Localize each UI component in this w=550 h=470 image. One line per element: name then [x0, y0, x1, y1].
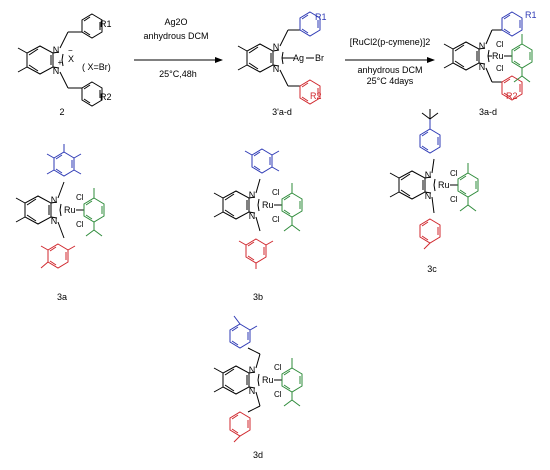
step2-conditions: 25°C 4days: [367, 76, 414, 86]
compound-label-3prime: 3'a-d: [272, 107, 292, 117]
atom-n-2-top: N: [53, 45, 60, 55]
step1-reagent: Ag2O: [164, 17, 187, 27]
r1-label-2: R1: [100, 19, 112, 29]
atom-n-3c-top: N: [425, 170, 432, 180]
atom-cl-3a-bottom: Cl: [76, 220, 84, 229]
atom-cl-3c-bottom: Cl: [450, 195, 458, 204]
step2-solvent: anhydrous DCM: [357, 65, 422, 75]
compound-3b-structure: [213, 148, 303, 269]
compound-label-3d: 3d: [253, 450, 263, 460]
compound-2-structure: [17, 13, 103, 107]
atom-n-3prime-top: N: [273, 42, 280, 52]
compound-3d-structure: [213, 315, 303, 443]
r1-label-3prime: R1: [315, 12, 327, 22]
atom-ru-3d: Ru: [262, 375, 274, 385]
step1-conditions: 25°C,48h: [159, 69, 197, 79]
atom-n-3ad-bottom: N: [479, 62, 486, 72]
atom-n-3b-top: N: [249, 190, 256, 200]
atom-n-3d-top: N: [249, 365, 256, 375]
atom-cl-3b-bottom: Cl: [272, 215, 280, 224]
compound-label-2: 2: [59, 107, 64, 117]
compound-label-3c: 3c: [427, 264, 437, 274]
atom-ru-3ad: Ru: [492, 51, 504, 61]
compound-3ad-structure: [443, 11, 533, 101]
atom-cl-3b-top: Cl: [272, 188, 280, 197]
atom-n-3d-bottom: N: [249, 386, 256, 396]
compound-3c-structure: [389, 109, 479, 250]
atom-n-3a-bottom: N: [51, 216, 58, 226]
atom-cl-3a-top: Cl: [76, 193, 84, 202]
atom-cl-3c-top: Cl: [450, 169, 458, 178]
compound-3a-structure: [15, 144, 105, 269]
atom-n-3c-bottom: N: [425, 191, 432, 201]
compound-label-3b: 3b: [253, 292, 263, 302]
atom-cl-3ad-bottom: Cl: [496, 64, 504, 73]
atom-cl-3ad-top: Cl: [496, 40, 504, 49]
atom-n-3prime-bottom: N: [273, 64, 280, 74]
plus-charge: +: [58, 58, 63, 67]
atom-n-3b-bottom: N: [249, 211, 256, 221]
r2-label-3ad: R2: [506, 91, 518, 101]
atom-ag: Ag: [293, 53, 304, 63]
step1-solvent: anhydrous DCM: [143, 31, 208, 41]
atom-ru-3a: Ru: [64, 205, 76, 215]
r2-label-2: R2: [100, 92, 112, 102]
r1-label-3ad: R1: [525, 10, 537, 20]
atom-ru-3c: Ru: [438, 180, 450, 190]
step2-reagent: [RuCl2(p-cymene)]2: [350, 37, 431, 47]
atom-n-2-bottom: N: [53, 66, 60, 76]
compound-3prime-structure: [237, 11, 321, 105]
atom-ru-3b: Ru: [262, 200, 274, 210]
x-definition: ( X=Br): [82, 62, 111, 72]
compound-label-3ad: 3a-d: [479, 107, 497, 117]
minus-charge: −: [68, 46, 73, 55]
r2-label-3prime: R2: [310, 91, 322, 101]
atom-cl-3d-top: Cl: [274, 363, 282, 372]
anion-x: X: [68, 54, 74, 64]
atom-cl-3d-bottom: Cl: [274, 390, 282, 399]
atom-n-3a-top: N: [51, 195, 58, 205]
compound-label-3a: 3a: [57, 292, 67, 302]
atom-br: Br: [315, 53, 324, 63]
atom-n-3ad-top: N: [479, 41, 486, 51]
